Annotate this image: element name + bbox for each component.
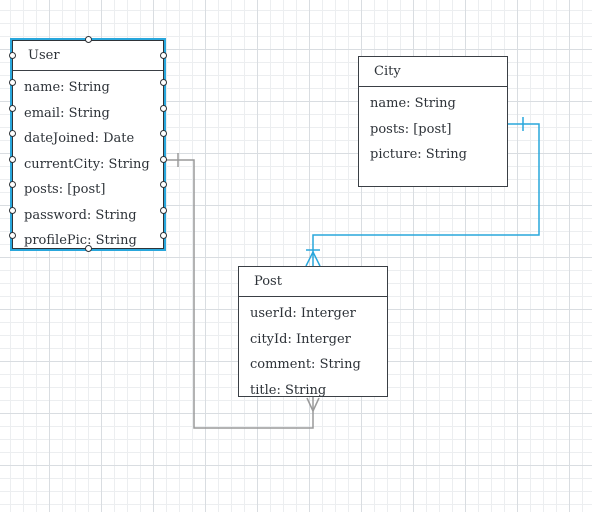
field-user-datejoined[interactable]: dateJoined: Date — [24, 131, 135, 146]
connection-handle-title-left[interactable] — [9, 52, 16, 59]
field-user-posts[interactable]: posts: [post] — [24, 182, 106, 197]
connection-handle-currentcity-right[interactable] — [160, 156, 167, 163]
connection-handle-email-left[interactable] — [9, 105, 16, 112]
field-user-currentcity[interactable]: currentCity: String — [24, 156, 150, 172]
entity-post-title: Post — [239, 267, 387, 297]
crow-foot-left — [305, 251, 314, 267]
connection-handle-datejoined-left[interactable] — [9, 130, 16, 137]
field-user-name[interactable]: name: String — [24, 80, 110, 95]
connection-handle-currentcity-left[interactable] — [9, 156, 16, 163]
connector-line-user-post[interactable] — [164, 159, 314, 429]
resize-handle-bottom[interactable] — [85, 245, 92, 252]
connection-handle-password-right[interactable] — [160, 207, 167, 214]
connector-line-city-post[interactable] — [312, 123, 540, 266]
entity-city-title: City — [359, 57, 507, 87]
crow-foot-right — [312, 251, 321, 267]
connection-handle-datejoined-right[interactable] — [160, 130, 167, 137]
field-user-password[interactable]: password: String — [24, 207, 137, 223]
connector-city-posts-to-post[interactable] — [305, 117, 540, 267]
field-post-cityid[interactable]: cityId: Interger — [250, 331, 351, 347]
field-city-posts[interactable]: posts: [post] — [370, 121, 452, 137]
field-user-profilepic[interactable]: profilePic: String — [24, 233, 137, 248]
entity-post[interactable]: Post userId: Interger cityId: Interger c… — [238, 266, 388, 398]
entity-user-fields: name: String email: String dateJoined: D… — [13, 71, 163, 254]
many-fork-right — [312, 397, 320, 412]
connection-handle-name-right[interactable] — [160, 79, 167, 86]
field-user-email[interactable]: email: String — [24, 105, 110, 121]
entity-city[interactable]: City name: String posts: [post] picture:… — [358, 56, 508, 187]
entity-user-title: User — [13, 41, 163, 71]
connector-user-currentcity-to-post[interactable] — [164, 153, 320, 429]
connection-handle-title-right[interactable] — [160, 52, 167, 59]
many-fork-left — [306, 397, 314, 412]
field-post-userid[interactable]: userId: Interger — [250, 306, 356, 321]
connection-handle-name-left[interactable] — [9, 79, 16, 86]
entity-city-fields: name: String posts: [post] picture: Stri… — [359, 87, 507, 168]
connection-handle-email-right[interactable] — [160, 105, 167, 112]
field-city-picture[interactable]: picture: String — [370, 147, 467, 162]
connection-handle-password-left[interactable] — [9, 207, 16, 214]
field-post-comment[interactable]: comment: String — [250, 357, 361, 372]
connection-handle-profilepic-left[interactable] — [9, 232, 16, 239]
field-city-name[interactable]: name: String — [370, 96, 456, 111]
connection-handle-posts-left[interactable] — [9, 181, 16, 188]
connection-handle-profilepic-right[interactable] — [160, 232, 167, 239]
field-post-title[interactable]: title: String — [250, 382, 327, 398]
entity-user[interactable]: User name: String email: String dateJoin… — [12, 40, 164, 249]
entity-post-fields: userId: Interger cityId: Interger commen… — [239, 297, 387, 403]
resize-handle-top[interactable] — [85, 36, 92, 43]
connection-handle-posts-right[interactable] — [160, 181, 167, 188]
